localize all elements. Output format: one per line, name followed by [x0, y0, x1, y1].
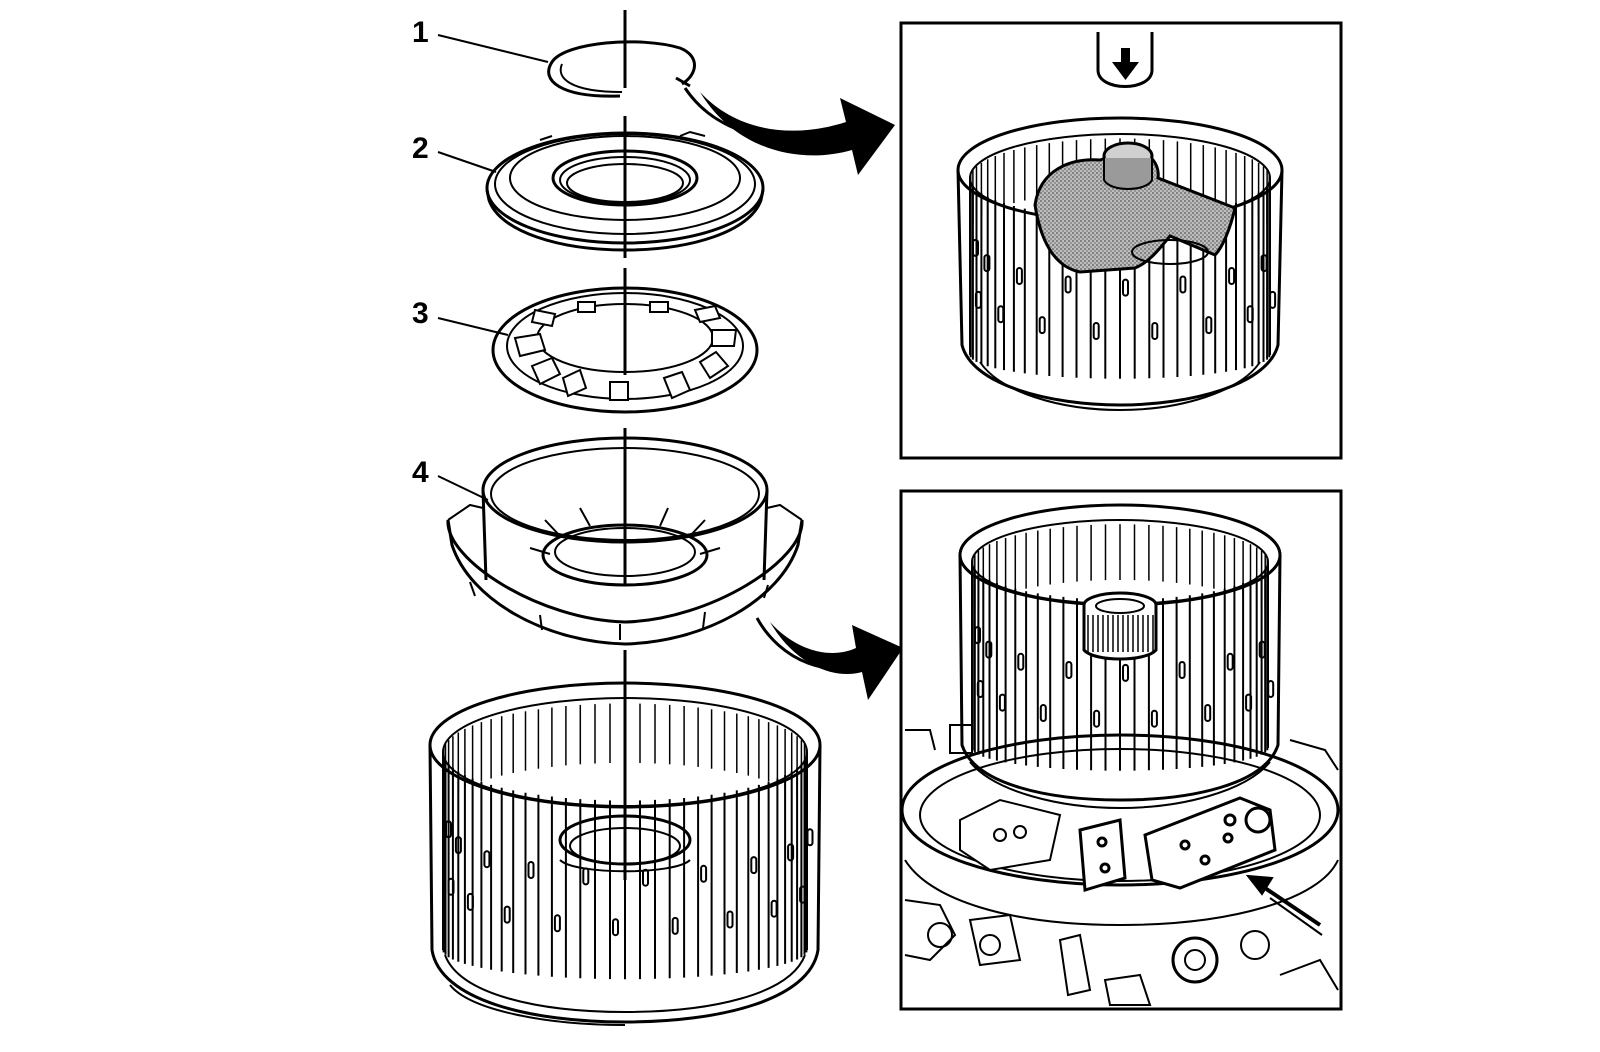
drum-slot-hole — [527, 861, 535, 879]
drum-slot-hole — [1228, 267, 1236, 285]
svg-text:2: 2 — [412, 132, 429, 165]
callout-4: 4 — [412, 456, 489, 501]
drum-slot-hole — [642, 868, 649, 887]
piston-dam — [485, 130, 765, 252]
drum-slot-hole — [1122, 278, 1129, 297]
drum-slot-hole — [1122, 663, 1129, 682]
callout-2: 2 — [412, 132, 497, 173]
clutch-housing — [428, 681, 822, 1026]
drum-slot-hole — [750, 856, 758, 875]
curved-arrow-lower — [755, 617, 903, 700]
press-down-arrow-icon — [1096, 32, 1154, 88]
piston-ribs — [529, 507, 721, 555]
drum-slot-hole — [1065, 661, 1073, 679]
drum-slot-hole — [1038, 316, 1046, 335]
press-tool — [1033, 141, 1237, 274]
drum-slot-hole — [806, 828, 814, 847]
snap-ring — [547, 40, 696, 98]
drum-slot-hole — [1179, 275, 1187, 294]
drum-slot-hole — [503, 905, 511, 924]
drum-slot-hole — [1178, 661, 1186, 679]
drum-slots — [442, 703, 814, 980]
drum-slot-hole — [1151, 322, 1159, 340]
drum-slot-hole — [1204, 704, 1212, 722]
drum-slot-hole — [1064, 275, 1072, 294]
piston — [446, 436, 804, 646]
drum-slot-hole — [1226, 652, 1234, 671]
drum-slot-hole — [770, 899, 778, 918]
svg-text:1: 1 — [412, 16, 429, 49]
spring-assembly — [491, 286, 759, 414]
spring-fingers — [513, 301, 738, 401]
drum-slot-hole — [726, 910, 734, 929]
drum-slot-hole — [1092, 322, 1100, 340]
drum-slot-hole — [553, 914, 561, 933]
drum-slot-hole — [1015, 267, 1023, 285]
curved-arrow-upper — [683, 87, 895, 175]
drum-slot-hole — [1150, 709, 1158, 728]
callout-3: 3 — [412, 297, 509, 336]
valve-body-plates — [959, 796, 1277, 892]
inset-bottom — [899, 489, 1343, 1011]
drum-slot-hole — [671, 916, 679, 935]
pointer-arrow-icon — [1245, 874, 1323, 936]
drum-slot-hole — [582, 867, 590, 886]
drum-slot-hole — [1093, 709, 1101, 728]
drum-slot-hole — [787, 843, 795, 862]
drum-slot-hole — [1039, 704, 1047, 722]
inset-top — [899, 21, 1343, 460]
svg-text:3: 3 — [412, 297, 429, 330]
callout-1: 1 — [412, 16, 549, 63]
hub-seal — [1082, 591, 1158, 661]
svg-text:4: 4 — [412, 456, 429, 489]
inset-bottom-drum-slots — [971, 524, 1275, 771]
drum-slot-hole — [1017, 652, 1025, 671]
drum-slot-hole — [612, 918, 619, 937]
piston-tabs — [469, 581, 769, 640]
drum-slot-hole — [483, 850, 491, 869]
drum-slot-hole — [700, 864, 708, 883]
drum-slot-hole — [1205, 316, 1213, 335]
